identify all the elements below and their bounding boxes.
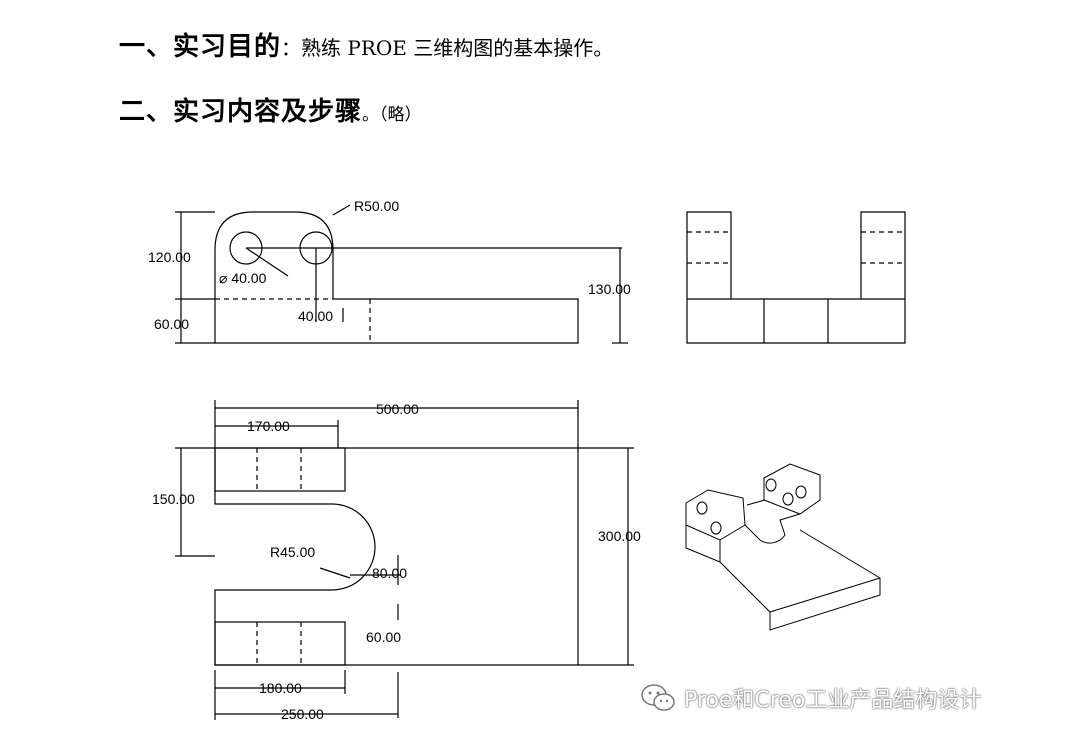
front-view <box>175 204 628 344</box>
side-view <box>686 211 906 344</box>
dim-120: 120.00 <box>148 249 191 265</box>
heading-objective-title: 一、实习目的 <box>119 32 282 62</box>
isometric-view <box>685 463 881 631</box>
dim-170: 170.00 <box>247 418 290 434</box>
dim-60-bottom: 60.00 <box>366 629 401 645</box>
dim-dia40: ⌀ 40.00 <box>219 270 267 286</box>
watermark-text: Proe和Creo工业产品结构设计 <box>684 688 982 713</box>
heading-content: 二、实习内容及步骤。（略） <box>119 91 422 128</box>
dim-130: 130.00 <box>588 281 631 297</box>
dim-80: 80.00 <box>372 565 407 581</box>
heading-content-text: 。（略） <box>362 105 422 125</box>
heading-objective-text: ：熟练 PROE 三维构图的基本操作。 <box>281 36 614 60</box>
dim-150: 150.00 <box>152 491 195 507</box>
dim-300: 300.00 <box>598 528 641 544</box>
dim-500: 500.00 <box>376 401 419 417</box>
dim-r45: R45.00 <box>270 544 315 560</box>
heading-content-title: 二、实习内容及步骤 <box>119 97 363 127</box>
dim-60: 60.00 <box>154 316 189 332</box>
dim-180: 180.00 <box>259 680 302 696</box>
dim-r50: R50.00 <box>354 198 399 214</box>
heading-objective: 一、实习目的：熟练 PROE 三维构图的基本操作。 <box>119 26 613 63</box>
top-view <box>175 400 634 720</box>
watermark: Proe和Creo工业产品结构设计 <box>640 682 981 714</box>
wechat-icon <box>641 684 675 711</box>
dim-250: 250.00 <box>281 706 324 722</box>
dim-40: 40.00 <box>298 308 333 324</box>
